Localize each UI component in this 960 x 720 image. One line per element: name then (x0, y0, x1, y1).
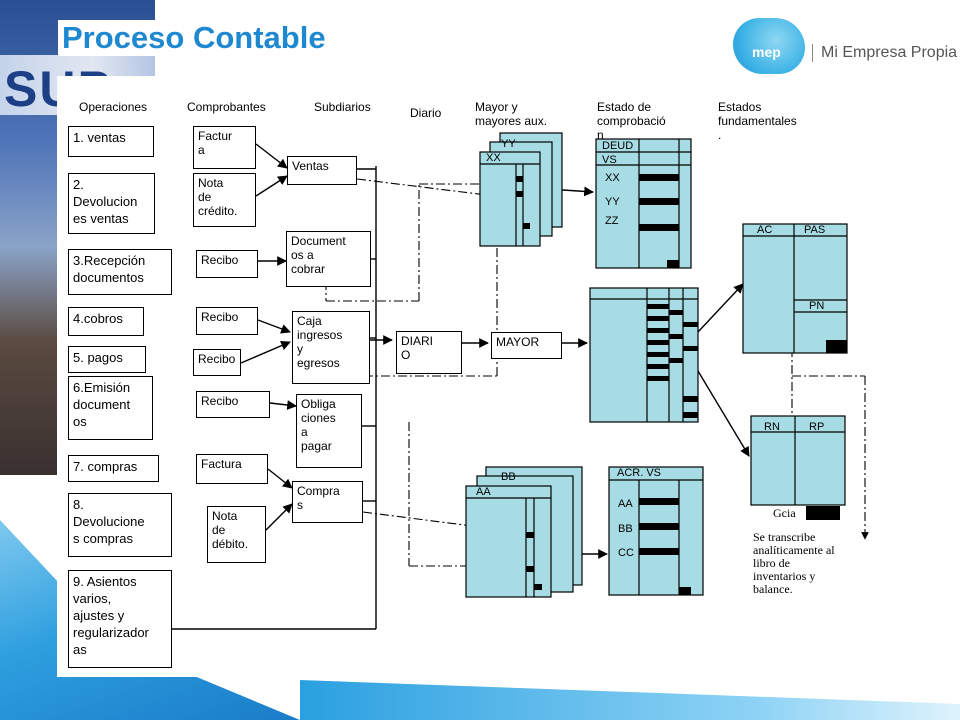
header-subdiarios: Subdiarios (314, 100, 371, 114)
ledger-bottom-back-label: BB (501, 471, 516, 483)
balance-pas-label: PAS (804, 224, 826, 236)
subdiary-ventas: Ventas (287, 156, 357, 185)
general-ledger-form (589, 287, 699, 423)
journal-box: DIARI O (396, 331, 462, 374)
header-operaciones: Operaciones (79, 100, 148, 114)
header-comprobantes: Comprobantes (187, 100, 266, 114)
voucher-recibo-4: Recibo (196, 391, 270, 418)
operation-compras: 7. compras (68, 455, 159, 482)
voucher-recibo-1: Recibo (196, 250, 258, 278)
income-statement-form (750, 415, 846, 506)
operation-devolucion-ventas: 2. Devolucion es ventas (68, 173, 155, 234)
balance-sheet-form (742, 223, 848, 354)
header-estado-comprobacion: Estado de comprobació n (597, 100, 666, 142)
header-mayor: Mayor y mayores aux. (475, 100, 548, 128)
voucher-nota-credito: Nota de crédito. (193, 173, 256, 227)
operation-devolucion-compras: 8. Devolucione s compras (68, 493, 172, 557)
trial-top-header-1: DEUD (602, 140, 634, 152)
decorative-wave-bottom (300, 680, 960, 720)
ledger-bottom-front-label: AA (476, 486, 491, 498)
ledger-top-front-label: XX (486, 152, 501, 164)
trial-bottom-row-bb: BB (618, 523, 633, 535)
logo-badge-icon (733, 18, 805, 74)
header-diario: Diario (410, 106, 442, 120)
operation-asientos-varios: 9. Asientos varios, ajustes y regulariza… (68, 570, 172, 668)
balance-ac-label: AC (757, 224, 773, 236)
results-gcia-label: Gcia (773, 506, 796, 520)
operation-pagos: 5. pagos (68, 346, 146, 373)
ledger-top-sheet-1 (479, 151, 541, 247)
trial-top-row-zz: ZZ (605, 215, 619, 227)
ledger-bottom-sheet-1 (465, 485, 552, 598)
transcription-note: Se transcribe analíticamente al libro de… (753, 530, 835, 596)
operation-ventas: 1. ventas (68, 126, 154, 157)
logo-badge-text: mep (752, 44, 781, 60)
slide-title: Proceso Contable (58, 20, 336, 56)
trial-top-row-yy: YY (605, 196, 620, 208)
header-estados-fundamentales: Estados fundamentales . (718, 100, 797, 142)
subdiary-documentos-cobrar: Document os a cobrar (286, 231, 371, 287)
balance-pn-label: PN (809, 300, 825, 312)
trial-top-header-2: VS (602, 154, 617, 166)
voucher-factura: Factur a (193, 126, 256, 169)
trial-balance-bottom-form (608, 466, 704, 596)
subdiary-caja: Caja ingresos y egresos (292, 311, 370, 384)
trial-bottom-row-aa: AA (618, 498, 633, 510)
subdiary-compras: Compra s (292, 481, 363, 523)
accounting-process-diagram: Operaciones Comprobantes Subdiarios Diar… (57, 76, 950, 677)
ledger-top-back-label: YY (501, 138, 516, 150)
ledger-forms (465, 132, 848, 598)
operation-cobros: 4.cobros (68, 307, 144, 336)
operation-recepcion-documentos: 3.Recepción documentos (68, 249, 172, 295)
results-rp-label: RP (809, 421, 825, 433)
logo-name: Mi Empresa Propia (812, 44, 957, 62)
voucher-recibo-3: Recibo (193, 349, 241, 376)
trial-bottom-row-cc: CC (618, 547, 634, 559)
subdiary-obligaciones: Obliga ciones a pagar (296, 394, 362, 468)
operation-emision-documentos: 6.Emisión document os (68, 376, 153, 440)
voucher-recibo-2: Recibo (196, 307, 258, 335)
ledger-box: MAYOR (491, 332, 562, 359)
trial-bottom-header: ACR. VS (617, 467, 662, 479)
voucher-factura-compras: Factura (196, 454, 268, 484)
voucher-nota-debito: Nota de débito. (207, 506, 266, 563)
results-rn-label: RN (764, 421, 780, 433)
trial-top-row-xx: XX (605, 172, 620, 184)
